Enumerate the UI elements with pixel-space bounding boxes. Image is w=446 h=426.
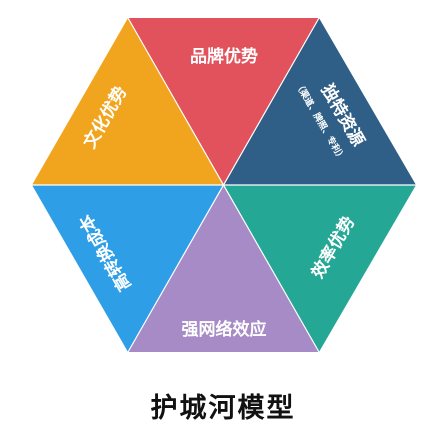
segment-dividers	[32, 17, 416, 353]
segment-efficiency-advantage	[224, 185, 416, 352]
diagram-title: 护城河模型	[150, 393, 296, 424]
segment-unique-resources	[224, 18, 416, 185]
label-network-effect: 强网络效应	[182, 319, 267, 340]
segment-network-effect	[128, 185, 319, 352]
segment-culture-advantage	[32, 18, 224, 185]
label-brand-advantage: 品牌优势	[190, 46, 258, 67]
segment-switching-cost	[32, 185, 224, 352]
moat-hexagon-diagram: 品牌优势 独特资源 （渠道、牌照、专利） 效率优势 强网络效应 高转换成本 文化…	[32, 17, 416, 353]
segment-brand-advantage	[128, 18, 319, 185]
